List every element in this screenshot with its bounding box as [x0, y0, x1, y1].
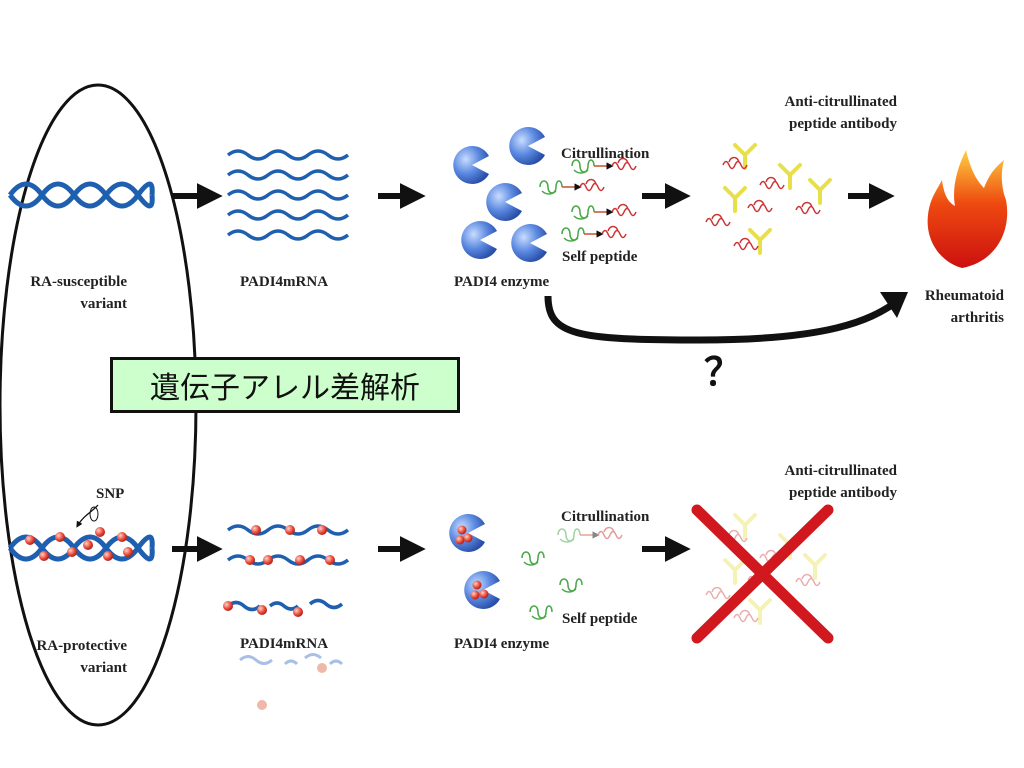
citrullination-label-bottom: Citrullination: [561, 509, 650, 525]
mrna-label-bottom: PADI4mRNA: [240, 636, 328, 652]
enzyme-label-top: PADI4 enzyme: [454, 274, 549, 290]
snp-dots-dna: [25, 527, 133, 561]
disease-label-line2: arthritis: [951, 310, 1004, 326]
arrow-gene-to-mrna-bottom: [172, 536, 223, 562]
arrow-enzyme-to-antibody-bottom: [642, 536, 691, 562]
gene-label-top-line2: variant: [80, 296, 127, 312]
mrna-waves-bottom: [226, 524, 350, 612]
cross-icon: [691, 504, 834, 644]
mrna-label-top: PADI4mRNA: [240, 274, 328, 290]
gene-label-bottom-line1: RA-protective: [36, 638, 127, 654]
snp-loop: [89, 506, 99, 522]
mrna-waves-degraded: [239, 653, 344, 666]
snp-pointer: [76, 504, 99, 528]
citrullination-label-top: Citrullination: [561, 146, 650, 162]
arrow-mrna-to-enzyme-top: [378, 183, 426, 209]
flame-icon: [927, 150, 1008, 268]
snp-dots-mrna: [223, 525, 335, 710]
dna-helix-bottom: [7, 534, 155, 562]
arrow-antibody-to-disease: [848, 183, 895, 209]
antibody-label-bottom-line1: Anti-citrullinated: [785, 463, 898, 479]
citrullination-conversions-top: [540, 159, 636, 242]
arrow-mrna-to-enzyme-bottom: [378, 536, 426, 562]
antibody-label-top-line2: peptide antibody: [789, 116, 897, 132]
snp-label: SNP: [96, 486, 124, 502]
enzyme-label-bottom: PADI4 enzyme: [454, 636, 549, 652]
antibody-cluster-top: [705, 143, 832, 255]
arrow-gene-to-mrna-top: [172, 183, 223, 209]
antibody-label-top-line1: Anti-citrullinated: [785, 94, 898, 110]
question-mark: ？: [704, 350, 742, 394]
curved-arrow-head: [880, 292, 908, 318]
gene-label-top-line1: RA-susceptible: [30, 274, 127, 290]
self-peptide-label-top: Self peptide: [562, 249, 638, 265]
antibody-label-bottom-line2: peptide antibody: [789, 485, 897, 501]
mrna-waves-top: [226, 149, 350, 241]
enzyme-group-bottom: [449, 514, 500, 609]
enzyme-group-top: [453, 127, 547, 262]
curved-arrow: [544, 295, 897, 344]
gene-label-bottom-line2: variant: [80, 660, 127, 676]
allele-analysis-box: 遺伝子アレル差解析: [110, 357, 460, 413]
citrullination-conversion-bottom: [558, 528, 622, 543]
disease-label-line1: Rheumatoid: [925, 288, 1005, 304]
arrow-enzyme-to-antibody-top: [642, 183, 691, 209]
self-peptides-bottom: [521, 551, 583, 620]
self-peptide-label-bottom: Self peptide: [562, 611, 638, 627]
dna-helix-top: [7, 181, 155, 209]
